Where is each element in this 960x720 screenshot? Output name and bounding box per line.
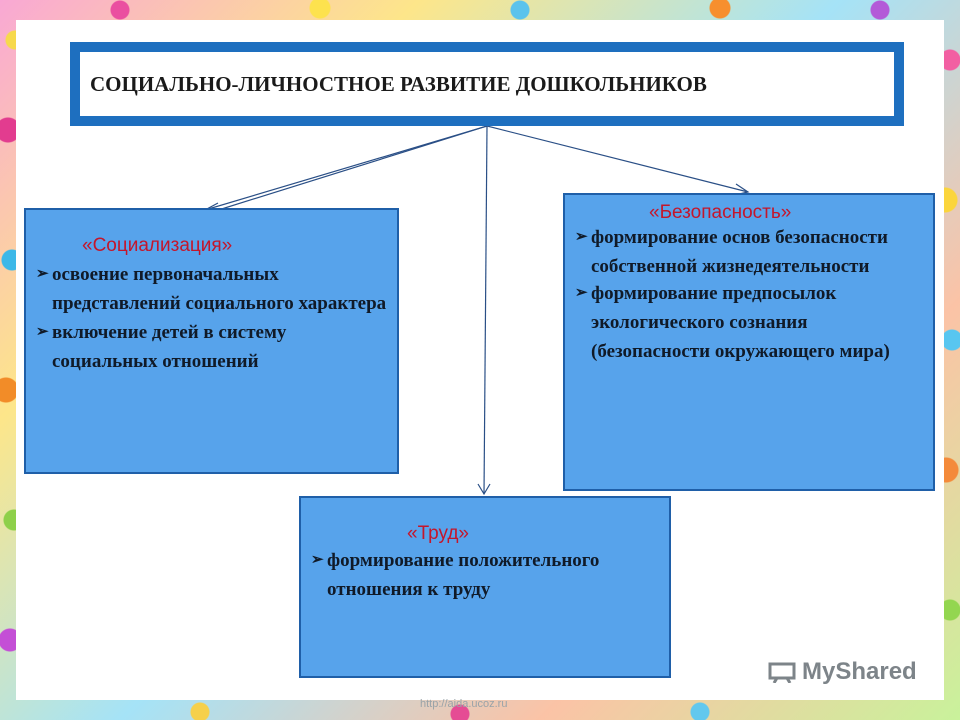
arrow-bullet-icon: ➢	[575, 229, 588, 245]
socialization-item-2: включение детей в систему социальных отн…	[52, 322, 287, 372]
arrow-bullet-icon: ➢	[36, 266, 49, 282]
arrow-to-safety	[486, 125, 749, 193]
safety-heading: «Безопасность»	[649, 202, 792, 223]
safety-item-2: формирование предпосылок экологического …	[591, 283, 890, 362]
list-item: ➢ включение детей в систему социальных о…	[36, 318, 387, 376]
myshared-logo[interactable]: MyShared	[768, 656, 917, 688]
arrow-bullet-icon: ➢	[575, 285, 588, 301]
arrow-bullet-icon: ➢	[36, 324, 49, 340]
list-item: ➢ формирование положительного отношения …	[311, 546, 659, 604]
list-item: ➢ освоение первоначальных представлений …	[36, 260, 387, 318]
title-box: СОЦИАЛЬНО-ЛИЧНОСТНОЕ РАЗВИТИЕ ДОШКОЛЬНИК…	[70, 42, 904, 126]
labor-item-1: формирование положительного отношения к …	[327, 550, 600, 600]
source-url[interactable]: http://aida.ucoz.ru	[420, 698, 508, 710]
socialization-item-1: освоение первоначальных представлений со…	[52, 264, 387, 314]
labor-heading: «Труд»	[407, 523, 469, 544]
labor-box: «Труд» ➢ формирование положительного отн…	[299, 496, 671, 678]
safety-box: «Безопасность» ➢ формирование основ безо…	[563, 193, 935, 491]
list-item: ➢ формирование предпосылок экологическог…	[575, 279, 925, 366]
logo-text: MyShared	[802, 658, 917, 685]
socialization-box: «Социализация» ➢ освоение первоначальных…	[24, 208, 399, 474]
diagram-title: СОЦИАЛЬНО-ЛИЧНОСТНОЕ РАЗВИТИЕ ДОШКОЛЬНИК…	[80, 52, 894, 116]
arrow-to-socialization	[204, 125, 488, 211]
presentation-board-icon	[768, 662, 796, 683]
arrow-to-socialization-2	[211, 125, 488, 213]
arrow-bullet-icon: ➢	[311, 552, 324, 568]
list-item: ➢ формирование основ безопасности собств…	[575, 223, 925, 281]
socialization-heading: «Социализация»	[82, 235, 233, 256]
arrowhead-labor	[477, 483, 491, 496]
safety-item-1: формирование основ безопасности собствен…	[591, 227, 888, 277]
arrow-to-labor	[483, 125, 488, 495]
